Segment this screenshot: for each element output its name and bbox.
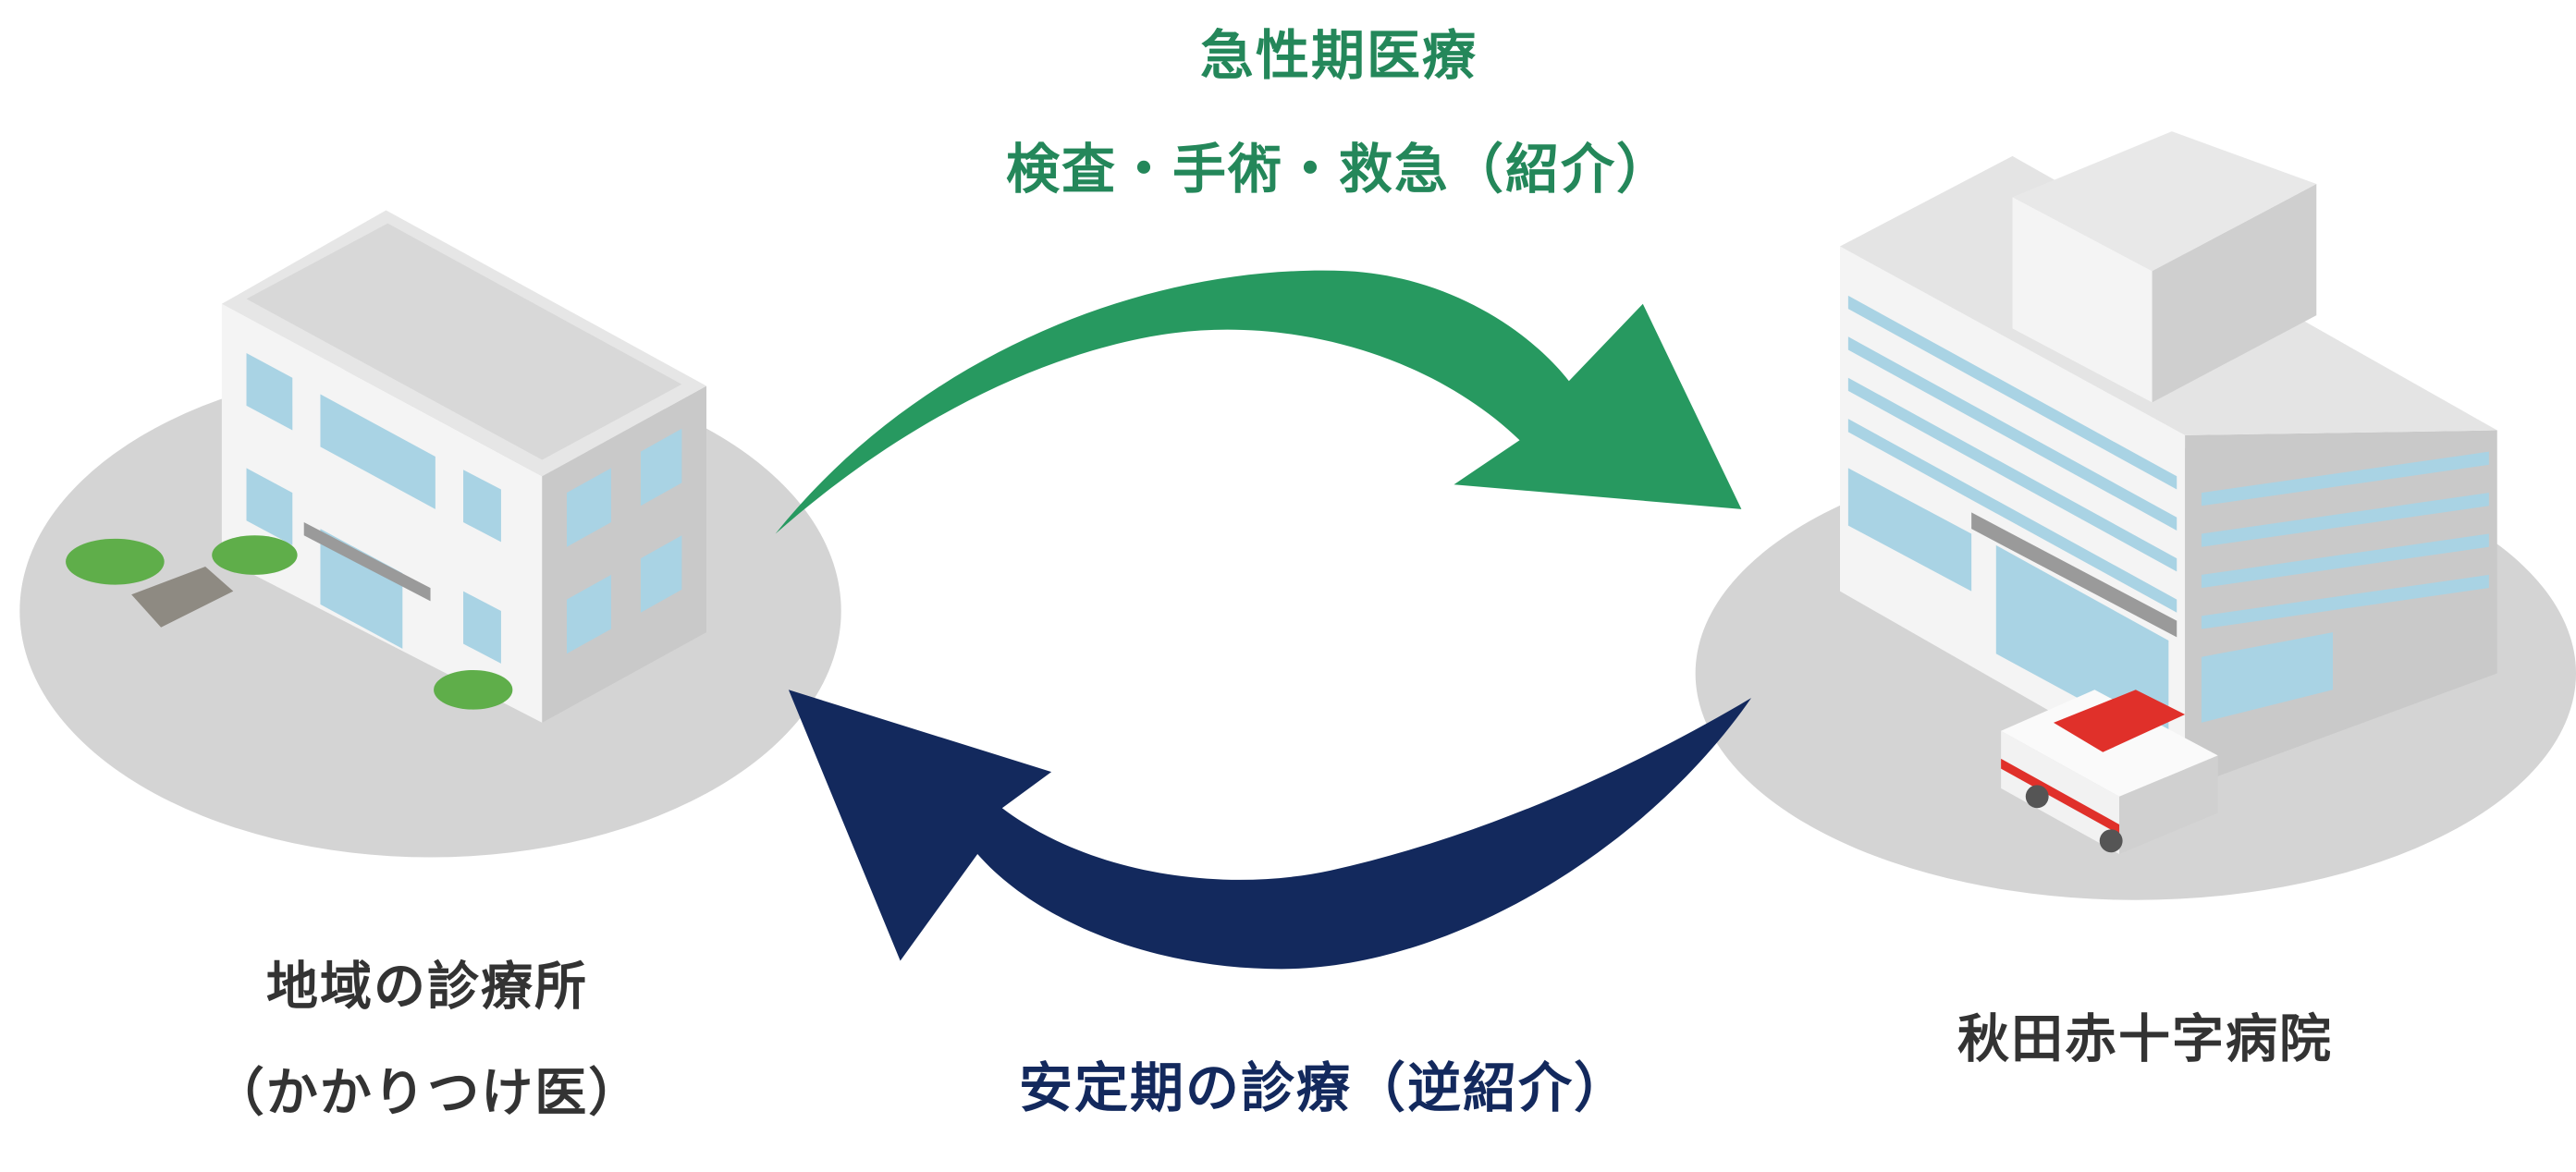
referral-arrow bbox=[775, 270, 1742, 534]
clinic-name: 地域の診療所 bbox=[266, 957, 588, 1018]
hospital-name: 秋田赤十字病院 bbox=[1957, 1009, 2333, 1070]
acute-care-title: 急性期医療 bbox=[1199, 24, 1478, 87]
reverse-referral-arrow bbox=[788, 690, 1752, 970]
ambulance-illustration bbox=[2001, 690, 2218, 854]
hospital-building-illustration bbox=[1840, 131, 2497, 788]
stable-care-label: 安定期の診療（逆紹介） bbox=[1018, 1056, 1630, 1119]
acute-care-subtitle: 検査・手術・救急（紹介） bbox=[1005, 138, 1673, 201]
clinic-subtitle: （かかりつけ医） bbox=[212, 1063, 643, 1124]
clinic-building-illustration bbox=[66, 210, 707, 723]
